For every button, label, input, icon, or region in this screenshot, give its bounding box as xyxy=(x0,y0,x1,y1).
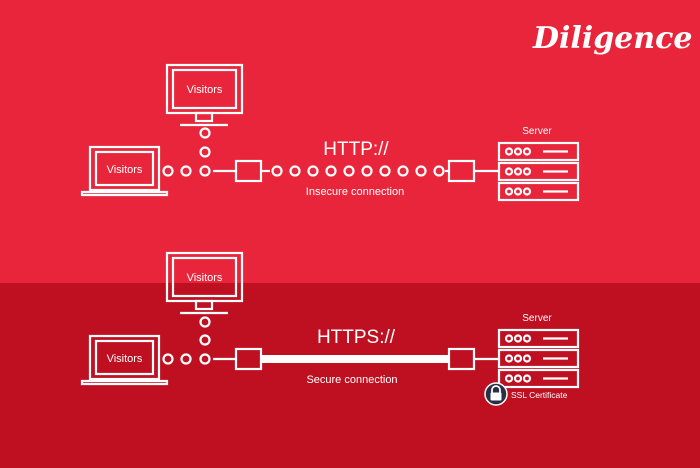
left-connector-icon xyxy=(213,159,270,183)
visitor-monitor-icon xyxy=(165,63,244,127)
https-section xyxy=(80,251,580,389)
http-section xyxy=(80,63,580,202)
ssl-certificate-label: SSL Certificate xyxy=(511,390,568,400)
http-protocol-label: HTTP:// xyxy=(323,139,389,160)
secure-monitor-dots xyxy=(199,316,211,346)
http-monitor-label: Visitors xyxy=(187,84,223,96)
brand-logo: Diligence xyxy=(532,21,692,56)
lock-icon xyxy=(484,382,508,406)
insecure-connection-caption: Insecure connection xyxy=(306,186,404,198)
top-panel xyxy=(0,0,700,283)
secure-visitor-laptop-icon xyxy=(80,334,169,386)
https-laptop-label: Visitors xyxy=(107,353,143,365)
secure-laptop-dots xyxy=(162,353,211,365)
laptop-dots xyxy=(162,165,211,177)
https-server-label: Server xyxy=(522,313,552,324)
secure-server-icon xyxy=(497,328,580,389)
visitor-laptop-icon xyxy=(80,145,169,197)
secure-connection-caption: Secure connection xyxy=(306,374,397,386)
https-protocol-label: HTTPS:// xyxy=(317,327,396,348)
secure-visitor-monitor-icon xyxy=(165,251,244,315)
bottom-panel xyxy=(0,283,700,468)
right-connector-icon xyxy=(445,159,498,183)
monitor-dots xyxy=(199,127,211,158)
insecure-dotted-link xyxy=(271,165,445,177)
http-laptop-label: Visitors xyxy=(107,164,143,176)
server-icon xyxy=(497,141,580,202)
https-monitor-label: Visitors xyxy=(187,272,223,284)
http-server-label: Server xyxy=(522,126,552,137)
secure-solid-link xyxy=(261,355,449,363)
